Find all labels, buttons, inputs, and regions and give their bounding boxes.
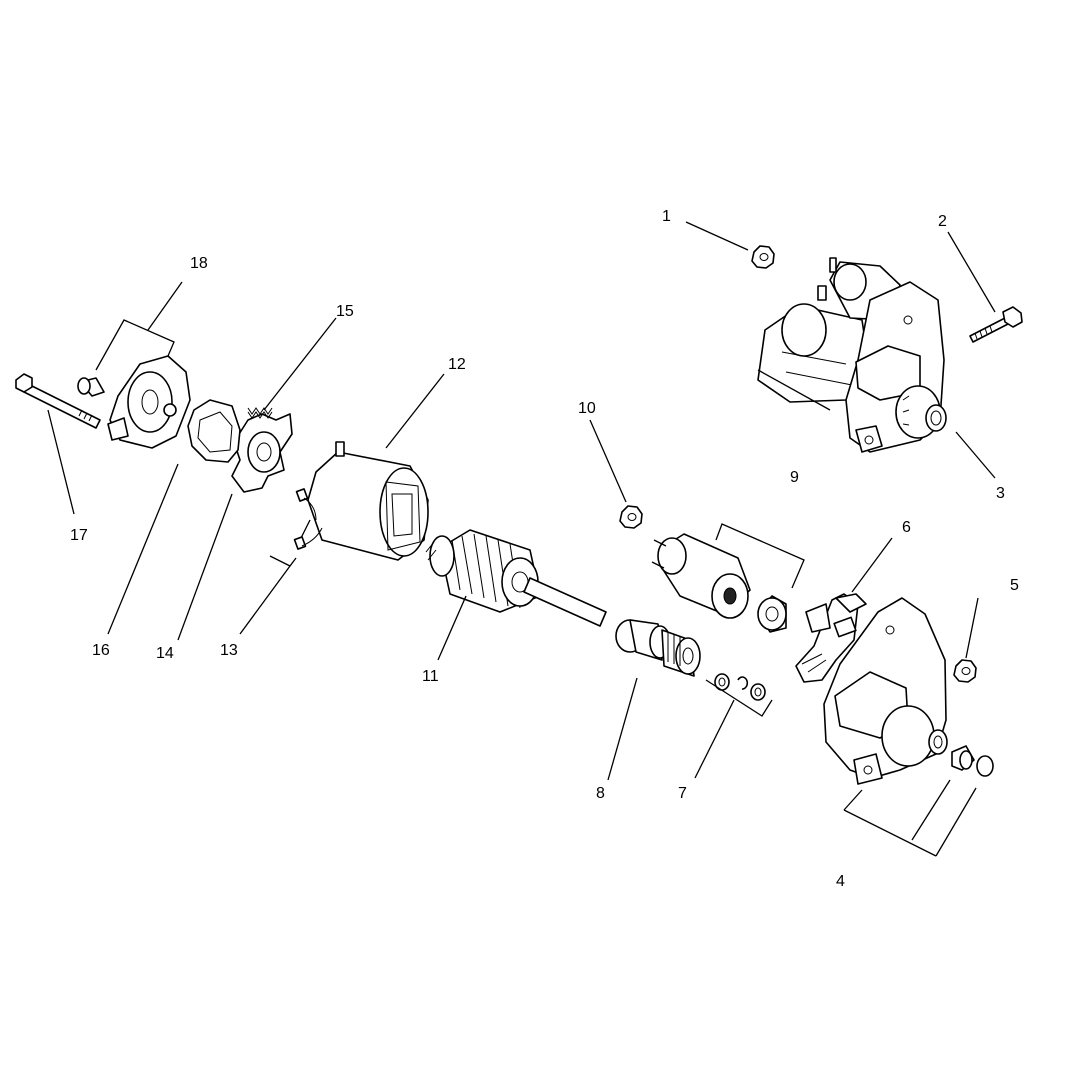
part-2-bolt [969,306,1023,343]
callout-11: 11 [422,668,439,685]
part-14-brush-holder [231,413,293,493]
callout-2: 2 [938,213,947,230]
callout-17: 17 [70,527,88,544]
part-6-lever [795,593,867,683]
callout-9: 9 [790,469,799,486]
callout-16: 16 [92,642,110,659]
callout-15: 15 [336,303,354,320]
part-15-spring [247,407,273,419]
callout-6: 6 [902,519,911,536]
callout-4: 4 [836,873,845,890]
part-11-armature [425,529,607,627]
part-1-nut [751,245,775,269]
callout-7: 7 [678,785,687,802]
part-4-drive-housing [823,597,994,785]
part-13-brushes [293,488,323,550]
part-7-washers [714,673,766,701]
callout-10: 10 [578,400,596,417]
callout-labels: 1 2 3 4 5 6 7 8 9 10 11 12 13 14 15 16 1… [70,208,1019,890]
part-9-solenoid [651,533,787,633]
callout-8: 8 [596,785,605,802]
part-10-nut [619,505,643,529]
part-18-end-cover [77,355,191,449]
callout-3: 3 [996,485,1005,502]
leader-lines [47,221,996,857]
callout-18: 18 [190,255,208,272]
callout-5: 5 [1010,577,1019,594]
part-16-plate [187,399,241,463]
callout-12: 12 [448,356,466,373]
part-17-through-bolt [15,373,101,429]
part-8-pinion-clutch [615,619,701,677]
part-5-nut [953,659,977,683]
callout-13: 13 [220,642,238,659]
part-3-starter-assembly [757,257,947,453]
part-12-yoke [299,441,429,561]
callout-14: 14 [156,645,174,662]
callout-1: 1 [662,208,671,225]
